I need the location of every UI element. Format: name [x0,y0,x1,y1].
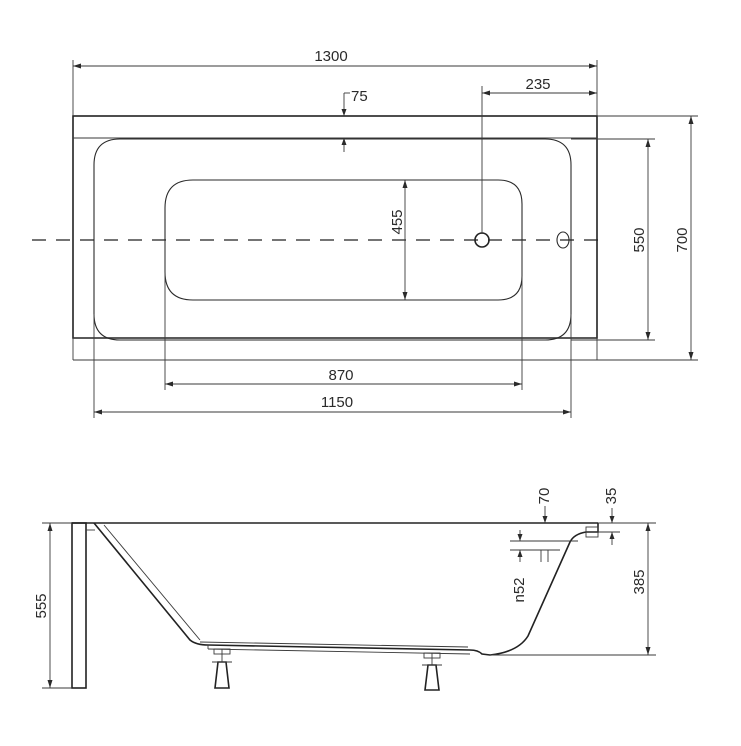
dim-basin-depth: 385 [490,522,656,656]
dim-label-550: 550 [631,227,648,252]
basin-outline [93,138,572,341]
dim-overall-height: 555 [33,522,72,689]
dim-label-35: 35 [603,488,620,505]
dim-label-70: 70 [536,488,553,505]
foot-right [422,652,442,691]
overflow-icon [556,231,570,249]
dim-overall-length: 1300 [72,48,598,116]
dim-overflow-offset: 235 [481,76,597,234]
dim-label-1300: 1300 [314,48,347,65]
dim-rim-thickness-b: 35 [598,488,620,545]
dim-label-870: 870 [328,367,353,384]
dim-label-n52: n52 [511,577,528,602]
foot-left [212,648,232,689]
dim-inner-basin-length: 870 [164,240,523,390]
tub-outer-outline [72,115,598,339]
dim-basin-width: 550 [571,138,655,341]
dim-label-75: 75 [351,88,368,105]
dim-label-455: 455 [389,209,406,234]
overflow-fitting: n52 [510,530,578,603]
dim-basin-length: 1150 [93,314,572,418]
dim-rim-width: 75 [341,88,368,152]
top-view: 1300 235 75 455 [32,48,698,418]
dim-inner-basin-width: 455 [389,180,408,300]
dim-label-555: 555 [33,593,50,618]
dim-label-1150: 1150 [321,394,353,411]
apron-panel [71,522,87,689]
dim-rim-thickness-a: 70 [536,488,553,523]
dim-label-235: 235 [525,76,550,93]
dim-label-700: 700 [674,227,691,252]
side-view: n52 555 70 35 [33,488,656,691]
inner-basin-outline [164,179,523,301]
dim-overall-width: 700 [597,115,698,361]
dim-label-385: 385 [631,569,648,594]
